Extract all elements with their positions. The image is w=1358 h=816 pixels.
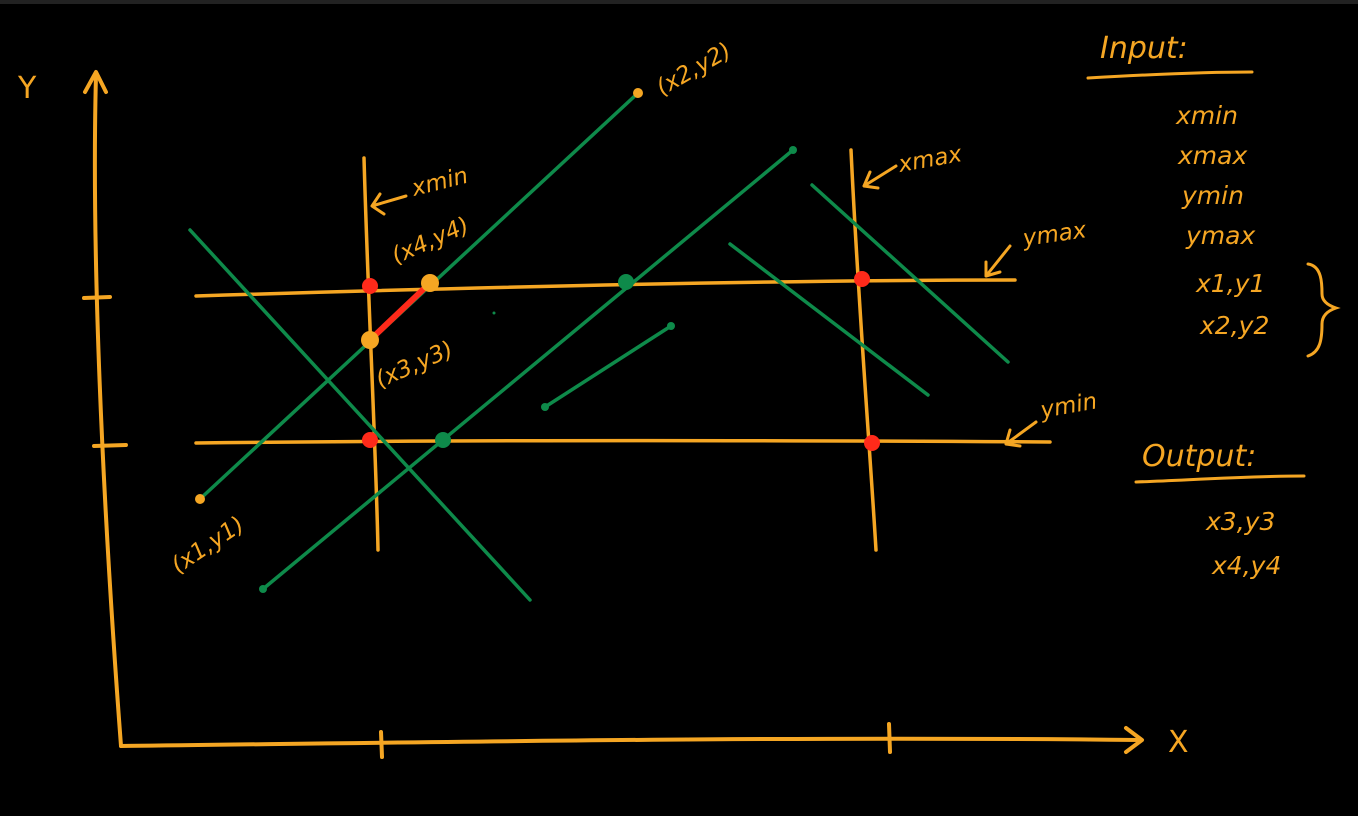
xmax-pointer-icon: [862, 164, 898, 190]
corner-points: [362, 271, 880, 451]
segment-inside-window: [543, 324, 673, 409]
ymin-label: ymin: [1038, 388, 1100, 424]
label-x1-y1: (x1,y1): [167, 512, 249, 579]
y-axis-arrow-icon: [83, 70, 108, 94]
intersection-points: [361, 274, 634, 448]
corner-top-right: [854, 271, 870, 287]
ymax-pointer-icon: [984, 244, 1012, 278]
line-segments: [188, 91, 1010, 602]
segment-right-1: [728, 242, 930, 397]
ymax-label: ymax: [1020, 217, 1088, 252]
x-axis-line: [119, 736, 1142, 748]
segment-diagonal-down: [188, 228, 532, 602]
ymin-line: [194, 438, 1052, 445]
intersection-green-bottom: [435, 432, 451, 448]
endpoint-green-2: [259, 585, 267, 593]
xmin-pointer-icon: [370, 192, 408, 216]
x-tick-xmin: [379, 730, 384, 759]
corner-top-left: [362, 278, 378, 294]
corner-bottom-left: [362, 432, 378, 448]
y-tick-ymin: [92, 443, 128, 448]
x-tick-xmax: [887, 722, 892, 754]
corner-bottom-right: [864, 435, 880, 451]
intersection-p3: [361, 331, 379, 349]
output-item: x3,y3: [1205, 507, 1275, 536]
y-tick-ymax: [82, 295, 112, 300]
xmin-label: xmin: [408, 163, 471, 202]
input-item: x1,y1: [1195, 269, 1265, 298]
label-x3-y3: (x3,y3): [372, 336, 457, 393]
clip-window: [194, 148, 1052, 552]
endpoint-p1: [195, 494, 205, 504]
endpoint-green-1: [789, 146, 797, 154]
input-item: xmax: [1177, 141, 1247, 170]
stray-dot: [492, 311, 496, 315]
label-pointers: [370, 164, 1038, 448]
xmax-label: xmax: [896, 141, 965, 178]
output-heading: Output:: [1142, 439, 1256, 474]
input-underline: [1086, 70, 1254, 80]
x-axis-arrow-icon: [1124, 726, 1144, 754]
input-item: ymax: [1185, 221, 1255, 250]
input-item: ymin: [1181, 181, 1244, 210]
ymax-line: [194, 278, 1017, 298]
clipped-segment: [367, 280, 433, 343]
input-heading: Input:: [1100, 31, 1188, 66]
label-x4-y4: (x4,y4): [388, 212, 473, 269]
intersection-p4: [421, 274, 439, 292]
output-item: x4,y4: [1211, 551, 1281, 580]
y-axis-line: [92, 73, 123, 748]
ymin-pointer-icon: [1004, 420, 1038, 448]
endpoint-green-4: [541, 403, 549, 411]
segment-long-parallel: [261, 148, 795, 591]
input-item: xmin: [1175, 101, 1238, 130]
y-axis-label: Y: [17, 71, 37, 106]
endpoint-dots: [195, 88, 797, 593]
intersection-green-top: [618, 274, 634, 290]
axes: [82, 70, 1144, 759]
side-panel: Input: xmin xmax ymin ymax x1,y1 x2,y2 O…: [1086, 31, 1341, 580]
segment-right-2: [810, 183, 1010, 364]
endpoint-p2: [633, 88, 643, 98]
xmax-line: [849, 148, 878, 552]
input-brace-icon: [1306, 262, 1341, 358]
output-underline: [1134, 474, 1306, 484]
input-item: x2,y2: [1199, 311, 1269, 340]
x-axis-label: X: [1168, 725, 1189, 760]
label-x2-y2: (x2,y2): [652, 38, 736, 101]
endpoint-green-3: [667, 322, 675, 330]
xmin-line: [362, 156, 380, 552]
top-strip: [0, 0, 1358, 4]
